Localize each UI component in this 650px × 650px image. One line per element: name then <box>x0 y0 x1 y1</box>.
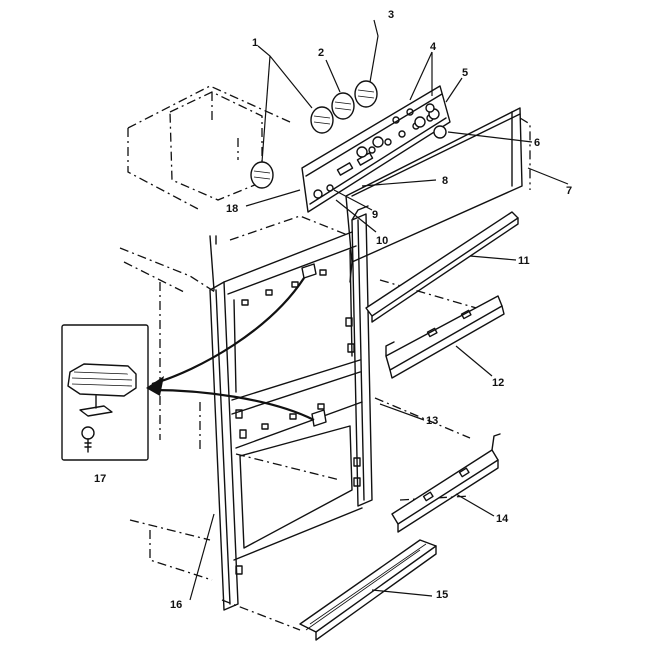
callout-1: 1 <box>252 37 258 49</box>
callout-13: 13 <box>426 415 438 427</box>
rail-15 <box>299 539 437 641</box>
callout-4: 4 <box>430 41 437 53</box>
callout-18: 18 <box>226 203 238 215</box>
foot-detail-inset <box>61 324 149 461</box>
front-frame <box>209 205 373 611</box>
control-knobs <box>356 103 447 158</box>
callout-9: 9 <box>372 209 378 221</box>
callout-17: 17 <box>94 473 106 485</box>
callout-11: 11 <box>518 255 530 267</box>
rail-12 <box>385 295 505 379</box>
callout-14: 14 <box>496 513 509 525</box>
backguard-panel <box>345 107 531 283</box>
rail-11 <box>365 211 519 323</box>
detail-arrows <box>146 277 315 421</box>
callout-labels: 1 2 3 4 5 6 7 8 9 10 11 12 13 14 15 16 1… <box>94 9 572 611</box>
callout-15: 15 <box>436 589 448 601</box>
leader-lines <box>189 19 569 601</box>
control-panel <box>301 85 451 213</box>
callout-10: 10 <box>376 235 388 247</box>
callout-2: 2 <box>318 47 324 59</box>
callout-6: 6 <box>534 137 540 149</box>
callout-5: 5 <box>462 67 468 79</box>
phantom-cabinet-outline <box>119 85 491 631</box>
callout-3: 3 <box>388 9 394 21</box>
callout-7: 7 <box>566 185 572 197</box>
callout-12: 12 <box>492 377 504 389</box>
callout-16: 16 <box>170 599 182 611</box>
rail-14 <box>391 433 501 533</box>
trim-rings <box>250 80 378 189</box>
callout-8: 8 <box>442 175 448 187</box>
